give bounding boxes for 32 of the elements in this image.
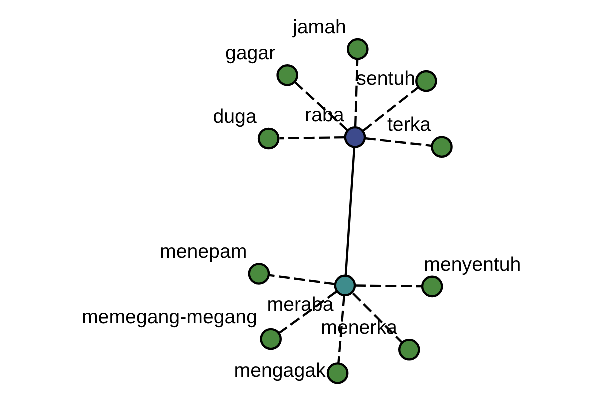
node-circle xyxy=(415,70,437,92)
node-label: terka xyxy=(386,114,431,136)
node-label: jamah xyxy=(292,16,346,38)
node-label: gagar xyxy=(224,42,276,64)
connector xyxy=(294,81,348,132)
node-label: memegang-megang xyxy=(81,306,257,328)
node-label: sentuh xyxy=(356,68,416,90)
node-circle xyxy=(430,136,452,158)
node-label: duga xyxy=(212,105,256,128)
connector xyxy=(364,136,432,147)
node-circle xyxy=(248,262,270,284)
node-circle xyxy=(420,275,443,298)
node-label: mengagak xyxy=(234,360,326,382)
connector xyxy=(354,284,422,288)
connector xyxy=(337,295,345,364)
connector xyxy=(354,58,358,127)
node-label: menyentuh xyxy=(424,253,521,276)
node-circle xyxy=(326,362,348,384)
connector xyxy=(362,86,419,132)
node-circle xyxy=(276,64,298,86)
node-label: menerka xyxy=(320,316,397,338)
node-circle xyxy=(334,274,356,296)
connector xyxy=(352,292,403,344)
node-label: menepam xyxy=(160,240,247,263)
connector xyxy=(279,136,345,140)
node-circle xyxy=(346,38,368,60)
node-circle xyxy=(260,328,282,350)
node-circle xyxy=(344,126,366,148)
connector xyxy=(344,147,356,275)
connector xyxy=(268,274,335,285)
node-circle xyxy=(398,338,420,360)
node-circle xyxy=(257,127,280,150)
